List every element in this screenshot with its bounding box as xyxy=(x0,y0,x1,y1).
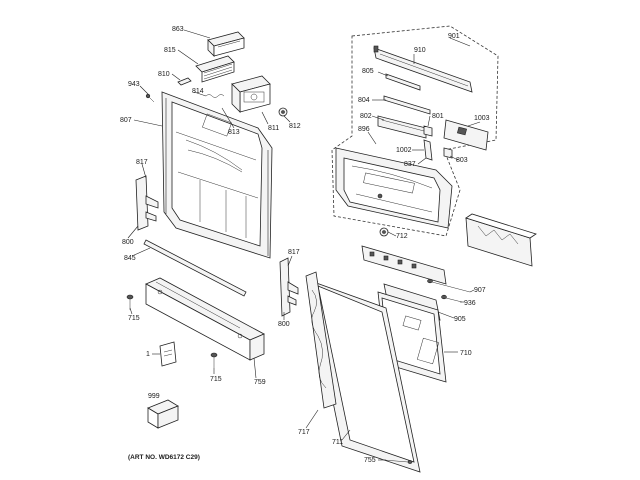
part-715-screw-left xyxy=(126,294,134,310)
part-815-vent xyxy=(195,55,235,83)
part-999-box xyxy=(147,399,179,429)
label-811: 811 xyxy=(268,125,279,132)
part-vent-channel xyxy=(465,213,537,267)
label-710: 710 xyxy=(460,350,472,357)
part-943-screw xyxy=(145,93,155,103)
part-1003-module xyxy=(443,119,489,151)
label-759: 759 xyxy=(254,379,266,386)
label-907: 907 xyxy=(474,287,486,294)
label-863: 863 xyxy=(172,26,184,33)
label-1002: 1002 xyxy=(396,147,412,154)
part-907-screw xyxy=(427,278,471,293)
label-813: 813 xyxy=(228,129,240,136)
part-811-dispenser xyxy=(231,75,271,113)
part-1002-part xyxy=(423,139,433,161)
part-896-control-housing xyxy=(335,147,453,229)
part-810-clip xyxy=(177,77,192,86)
part-814-spring xyxy=(205,94,225,98)
label-800-right: 800 xyxy=(278,321,290,328)
part-labels: 863 815 810 943 814 807 811 812 813 817 … xyxy=(120,26,490,464)
label-715-left: 715 xyxy=(128,315,140,322)
part-control-strip xyxy=(361,245,447,285)
part-817-hinge-left xyxy=(135,175,159,231)
label-712: 712 xyxy=(396,233,408,240)
part-817-hinge-right xyxy=(279,257,299,317)
label-804: 804 xyxy=(358,97,370,104)
label-837: 837 xyxy=(404,161,416,168)
label-943: 943 xyxy=(128,81,140,88)
label-817-right: 817 xyxy=(288,249,300,256)
art-number: (ART NO. WD6172 C29) xyxy=(128,454,200,461)
label-905: 905 xyxy=(454,316,466,323)
label-803: 803 xyxy=(456,157,468,164)
label-815: 815 xyxy=(164,47,176,54)
label-814: 814 xyxy=(192,88,204,95)
label-807: 807 xyxy=(120,117,132,124)
part-804-strip xyxy=(383,95,431,115)
label-800-left: 800 xyxy=(122,239,134,246)
label-901: 901 xyxy=(448,33,460,40)
part-812-knob xyxy=(278,107,288,117)
label-802: 802 xyxy=(360,113,372,120)
label-999: 999 xyxy=(148,393,160,400)
part-845-rod xyxy=(143,239,247,297)
part-755-screw xyxy=(383,459,413,464)
label-715-mid: 715 xyxy=(210,376,222,383)
label-1: 1 xyxy=(146,351,150,358)
leader-lines xyxy=(127,29,481,461)
part-1-tag xyxy=(159,341,177,367)
part-715-screw-mid xyxy=(210,352,218,368)
label-711: 711 xyxy=(332,439,343,446)
part-759-toe-panel xyxy=(145,277,265,361)
label-910: 910 xyxy=(414,47,426,54)
label-817-left: 817 xyxy=(136,159,148,166)
part-717-trim xyxy=(305,271,337,409)
label-805: 805 xyxy=(362,68,374,75)
label-896: 896 xyxy=(358,126,370,133)
part-803-clip xyxy=(443,147,453,159)
part-712-knob xyxy=(379,227,389,237)
label-845: 845 xyxy=(124,255,136,262)
label-936: 936 xyxy=(464,300,476,307)
label-717: 717 xyxy=(298,429,310,436)
label-812: 812 xyxy=(289,123,301,130)
label-1003: 1003 xyxy=(474,115,490,122)
part-805-bracket xyxy=(385,73,421,91)
part-801-clip xyxy=(423,125,433,137)
part-901-group-outline xyxy=(331,25,499,237)
part-936-screw xyxy=(441,294,463,303)
label-810: 810 xyxy=(158,71,170,78)
label-755: 755 xyxy=(364,457,376,464)
label-801: 801 xyxy=(432,113,444,120)
part-910-bracket xyxy=(373,45,473,93)
part-863-cap xyxy=(207,31,245,57)
part-802-board xyxy=(377,115,427,139)
part-807-inner-door xyxy=(161,91,273,259)
